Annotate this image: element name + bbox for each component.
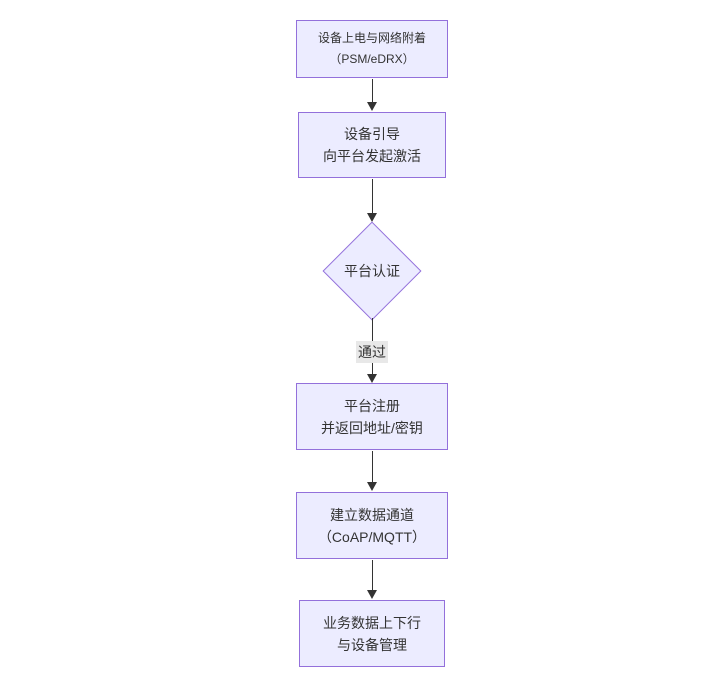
edge-line (371, 179, 373, 213)
flow-node-data-channel: 建立数据通道 （CoAP/MQTT） (296, 492, 448, 559)
flow-node-business-data: 业务数据上下行 与设备管理 (299, 600, 445, 667)
flow-node-bootstrap: 设备引导 向平台发起激活 (298, 112, 446, 178)
edge-arrow-4 (367, 451, 377, 491)
node-text-line: （PSM/eDRX） (329, 52, 415, 66)
edge-line (371, 451, 373, 482)
edge-line (371, 79, 373, 102)
node-text-line: 平台认证 (344, 263, 400, 279)
node-text-line: 设备上电与网络附着 (317, 31, 426, 45)
arrowhead-down-icon (367, 374, 377, 383)
flow-node-register: 平台注册 并返回地址/密钥 (296, 383, 448, 450)
edge-arrow-5 (367, 560, 377, 599)
node-text-line: 建立数据通道 (330, 506, 414, 523)
node-text-line: 平台注册 (344, 397, 400, 414)
node-text-line: 向平台发起激活 (323, 148, 421, 164)
arrowhead-down-icon (367, 590, 377, 599)
edge-line (371, 560, 373, 590)
edge-label-pass: 通过 (356, 341, 388, 363)
flow-node-power-attach: 设备上电与网络附着 （PSM/eDRX） (296, 20, 448, 78)
node-text-line: 并返回地址/密钥 (321, 419, 423, 436)
arrowhead-down-icon (367, 102, 377, 111)
edge-arrow-1 (367, 79, 377, 111)
arrowhead-down-icon (367, 213, 377, 222)
node-text-line: 与设备管理 (337, 636, 407, 653)
edge-arrow-2 (367, 179, 377, 222)
node-text-line: 业务数据上下行 (323, 614, 421, 631)
node-text-line: 设备引导 (344, 126, 400, 142)
arrowhead-down-icon (367, 482, 377, 491)
node-text-line: （CoAP/MQTT） (317, 528, 427, 545)
flow-node-platform-auth: 平台认证 (322, 221, 422, 321)
